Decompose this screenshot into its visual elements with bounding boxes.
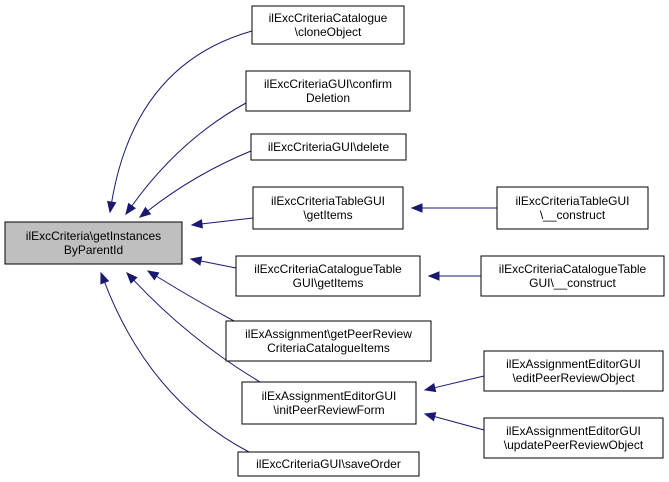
node-label-line: \__construct [540,208,606,222]
node-label-line: \initPeerReviewForm [273,403,384,417]
node-label-line: GUI\__construct [529,276,616,290]
edge-n9-to-root [126,272,261,383]
node-label-line: \editPeerReviewObject [512,371,635,385]
edge-n6-to-root [189,256,237,269]
arrow-head-icon [125,202,136,216]
node-box [483,417,664,459]
node-box [483,350,664,392]
node-label-line: CriteriaCatalogueItems [267,341,390,355]
node-label-line: ilExcCriteriaCatalogueTable [254,262,402,276]
edge-line [111,30,253,203]
edge-n11-to-n9 [423,412,485,431]
arrow-head-icon [190,219,203,229]
node-label-line: ilExcCriteriaGUI\saveOrder [256,457,401,471]
node-label-line: \cloneObject [295,25,362,39]
node-box [235,255,421,297]
caller-node-n3[interactable]: ilExcCriteriaGUI\delete [250,133,407,161]
edge-line [156,275,235,322]
node-box [252,186,404,230]
edge-n12-to-root [100,271,250,453]
edge-n10-to-n9 [423,375,485,393]
node-label-line: ilExcCriteriaTableGUI [271,194,385,208]
node-label-line: Deletion [306,91,350,105]
edge-line [133,279,261,383]
arrow-head-icon [146,270,160,281]
arrow-head-icon [126,272,138,284]
arrow-head-icon [410,203,423,213]
caller-node-n8[interactable]: ilExAssignment\getPeerReviewCriteriaCata… [225,320,432,362]
node-label-line: GUI\getItems [293,276,364,290]
node-label-line: ilExcCriteriaCatalogueTable [499,262,647,276]
node-box [237,451,420,477]
arrow-head-icon [189,256,203,266]
node-label-line: ilExcCriteriaGUI\delete [268,140,390,154]
node-box [496,186,649,230]
arrow-head-icon [427,271,440,281]
edge-line [200,260,237,269]
caller-node-n10[interactable]: ilExAssignmentEditorGUI\editPeerReviewOb… [483,350,664,392]
arrow-head-icon [423,382,437,393]
node-box [251,5,405,45]
node-label-line: ilExcCriteriaGUI\confirm [264,77,392,91]
edge-line [434,416,485,431]
node-box [250,133,407,161]
edge-n8-to-root [146,270,235,322]
edge-n2-to-root [125,102,247,216]
node-box [4,221,183,265]
edge-line [147,150,252,212]
node-label-line: ilExAssignmentEditorGUI [506,424,641,438]
node-label-line: ilExAssignment\getPeerReview [245,327,412,341]
edge-line [201,217,254,225]
node-label-line: \updatePeerReviewObject [504,438,644,452]
edge-n5-to-n4 [410,203,497,213]
edges-layer [100,30,497,453]
caller-node-n1[interactable]: ilExcCriteriaCatalogue\cloneObject [251,5,405,45]
arrow-head-icon [138,206,152,218]
edge-n4-to-root [190,217,254,229]
arrow-head-icon [100,271,110,285]
node-label-line: ilExcCriteria\getInstances [26,229,161,243]
caller-node-n7[interactable]: ilExcCriteriaCatalogueTableGUI\__constru… [480,255,665,297]
caller-node-n9[interactable]: ilExAssignmentEditorGUI\initPeerReviewFo… [241,381,417,425]
node-label-line: ilExAssignmentEditorGUI [506,357,641,371]
caller-node-n11[interactable]: ilExAssignmentEditorGUI\updatePeerReview… [483,417,664,459]
edge-n1-to-root [107,30,253,214]
node-label-line: \getItems [303,208,352,222]
caller-node-n12[interactable]: ilExcCriteriaGUI\saveOrder [237,451,420,477]
arrow-head-icon [423,412,437,422]
edge-line [104,282,250,453]
edge-line [131,102,247,207]
caller-node-n4[interactable]: ilExcCriteriaTableGUI\getItems [252,186,404,230]
node-box [241,381,417,425]
node-label-line: ByParentId [64,243,123,257]
node-label-line: ilExcCriteriaCatalogue [269,11,388,25]
arrow-head-icon [107,200,117,214]
caller-node-n5[interactable]: ilExcCriteriaTableGUI\__construct [496,186,649,230]
node-box [245,70,411,112]
node-box [225,320,432,362]
node-box [480,255,665,297]
nodes-layer: ilExcCriteria\getInstancesByParentIdilEx… [4,5,665,477]
edge-line [434,375,485,389]
edge-n3-to-root [138,150,252,218]
edge-n7-to-n6 [427,271,481,281]
node-label-line: ilExAssignmentEditorGUI [262,389,397,403]
node-label-line: ilExcCriteriaTableGUI [515,194,629,208]
